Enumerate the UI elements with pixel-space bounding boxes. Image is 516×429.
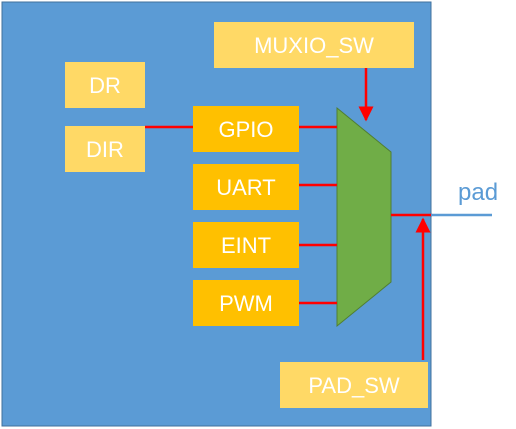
uart-box: UART <box>193 164 299 210</box>
dir-box: DIR <box>65 126 145 172</box>
muxio-sw-label: MUXIO_SW <box>254 33 374 58</box>
gpio-box: GPIO <box>193 106 299 152</box>
pwm-label: PWM <box>219 291 273 316</box>
dir-label: DIR <box>86 137 124 162</box>
pad-sw-box: PAD_SW <box>280 362 428 408</box>
uart-label: UART <box>216 175 276 200</box>
pad-label: pad <box>458 179 498 206</box>
gpio-label: GPIO <box>218 117 273 142</box>
multiplexer <box>336 106 392 328</box>
muxio-sw-box: MUXIO_SW <box>214 22 414 68</box>
dr-box: DR <box>65 62 145 108</box>
dr-label: DR <box>89 73 121 98</box>
pad-sw-label: PAD_SW <box>308 373 400 398</box>
eint-label: EINT <box>221 233 271 258</box>
pwm-box: PWM <box>193 280 299 326</box>
eint-box: EINT <box>193 222 299 268</box>
